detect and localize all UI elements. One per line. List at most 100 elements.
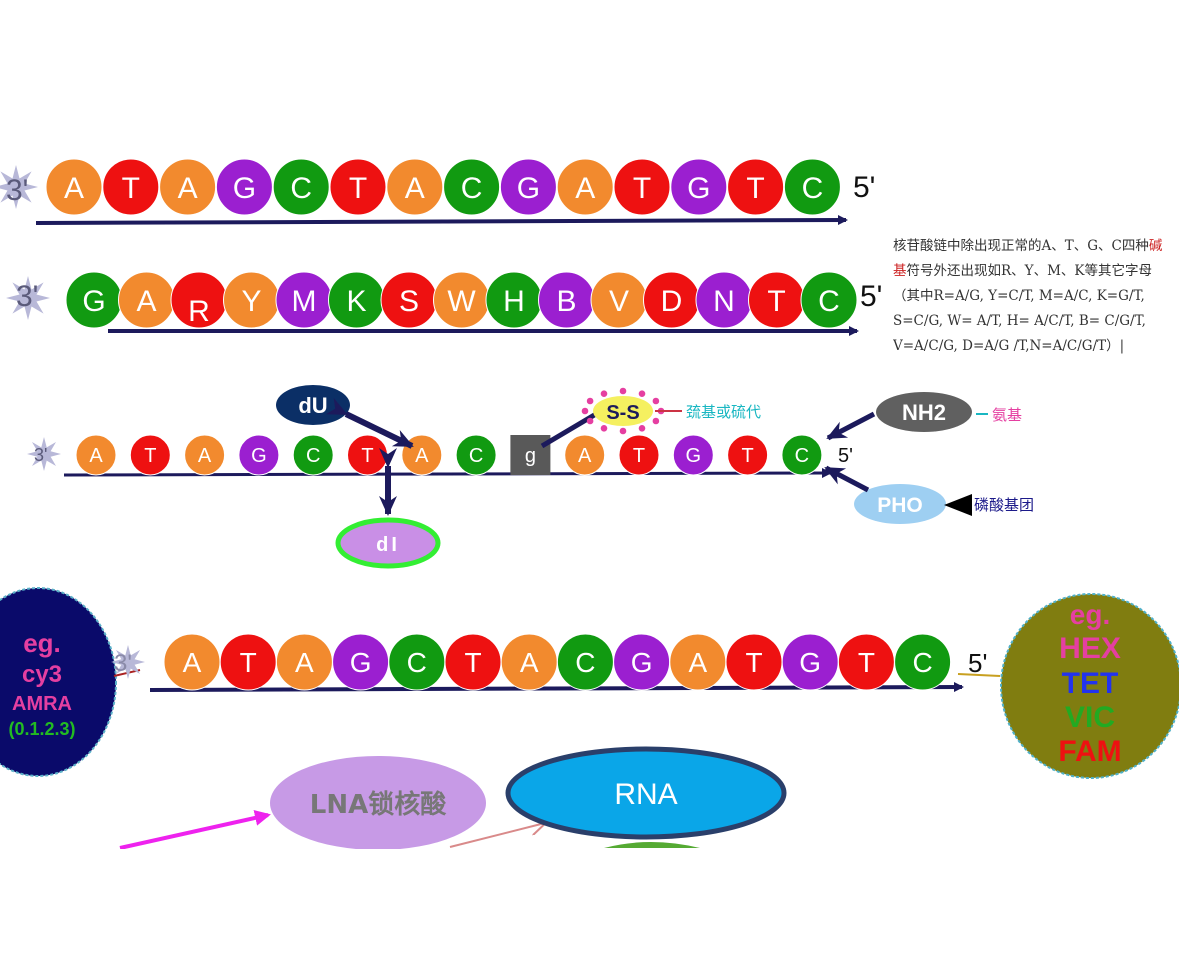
base-T: T [129,434,171,476]
right-dye-label: VIC [1065,701,1115,734]
annotation-line: S=C/G, W= A/T, H= A/C/T, B= C/G/T, [893,313,1146,329]
base-S: S [380,271,438,329]
base-H: H [485,271,543,329]
base-A-label: A [136,285,156,318]
base-H-label: H [503,285,525,318]
base-G: G [499,158,557,216]
base-C-label: C [407,647,427,678]
base-R: R [170,271,228,329]
pho-modification-label: PHO [877,494,923,517]
annotation-line: （其中R=A/G, Y=C/T, M=A/C, K=G/T, [893,288,1145,304]
strand-1-3prime-label: 3' [6,174,28,207]
base-G: G [65,271,123,329]
base-A-label: A [415,445,429,467]
di-modification-oval [335,517,441,569]
base-N: N [695,271,753,329]
base-T-label: T [349,172,367,205]
base-W: W [433,271,490,329]
base-G-label: G [631,647,653,678]
base-A-label: A [688,647,707,678]
base-C: C [894,633,952,691]
right-dye-label: FAM [1058,735,1121,768]
base-C-label: C [912,647,932,678]
right-dye-label: HEX [1059,632,1121,665]
base-D: D [643,271,700,329]
base-T: T [347,434,388,476]
du-modification-label: dU [298,393,327,418]
strand-4-3prime-label: 3' [114,650,132,677]
base-T-label: T [240,647,257,678]
bottom-mask [0,849,1179,973]
rna-label: RNA [614,778,677,811]
base-Y: Y [223,271,280,329]
base-T: T [219,633,277,691]
base-A-label: A [198,445,212,467]
nh2-modification-label: NH2 [902,400,946,425]
du-double-arrow [325,398,414,449]
strand-1-5prime-label: 5' [853,171,875,204]
pho-pointer-arrow [824,465,870,493]
ambiguity-code-annotation: 核苷酸链中除出现正常的A、T、G、C四种碱基符号外还出现如R、Y、M、K等其它字… [893,234,1179,359]
strand-1-direction-arrow [35,215,848,226]
base-T-label: T [745,647,762,678]
base-C: C [292,434,334,476]
base-R-label: R [188,295,210,328]
pho-modification-oval [854,484,946,524]
pho-note-label: 磷酸基团 [974,496,1034,514]
strand-3-5prime-label: 5' [838,445,853,467]
strand-4-5prime-label: 5' [968,648,987,678]
base-C-label: C [469,445,483,467]
base-A: A [163,633,221,691]
base-T: T [618,434,660,476]
base-T: T [329,158,387,216]
base-C-label: C [461,172,483,205]
annotation-line: 基符号外还出现如R、Y、M、K等其它字母 [893,263,1152,279]
right-dye-circle [1000,593,1179,779]
base-C: C [443,158,501,216]
base-C-label: C [802,172,824,205]
base-W-label: W [447,285,476,318]
base-M-label: M [292,285,317,318]
lna-pointer-arrow [119,810,271,850]
base-C-label: C [575,647,595,678]
left-dye-label: cy3 [22,661,62,688]
strand-4-direction-arrow [149,682,964,693]
base-T: T [727,434,769,476]
base-G: G [332,633,390,691]
base-T: T [837,633,895,691]
base-G-label: G [251,445,267,467]
base-A: A [184,434,226,476]
base-G: G [670,158,728,216]
base-A-label: A [183,647,202,678]
right-dye-label: eg. [1070,599,1110,630]
strand-3-3prime-label: 3' [34,445,47,465]
base-A: A [118,271,175,329]
base-A: A [75,434,117,476]
strand-2-3prime-label: 3' [16,280,38,313]
base-A-label: A [405,172,425,205]
base-C-label: C [795,445,809,467]
base-G-label: G [233,172,256,205]
base-C: C [388,633,446,691]
base-T-label: T [144,445,156,467]
ss-note-label: 巯基或硫代 [686,403,761,421]
ss-link-arrow [540,411,598,449]
base-A: A [45,158,103,216]
lna-oval [270,756,486,850]
base-C-label: C [306,445,320,467]
base-G-label: G [686,445,702,467]
base-T-label: T [464,647,481,678]
base-G-label: G [82,285,105,318]
bottom-section: LNA锁核酸 RNA [0,746,1179,973]
base-G: G [672,434,714,476]
base-A: A [386,158,444,216]
base-B-label: B [556,285,576,318]
base-T: T [725,633,783,691]
base-T-label: T [767,285,785,318]
base-C: C [783,158,841,216]
